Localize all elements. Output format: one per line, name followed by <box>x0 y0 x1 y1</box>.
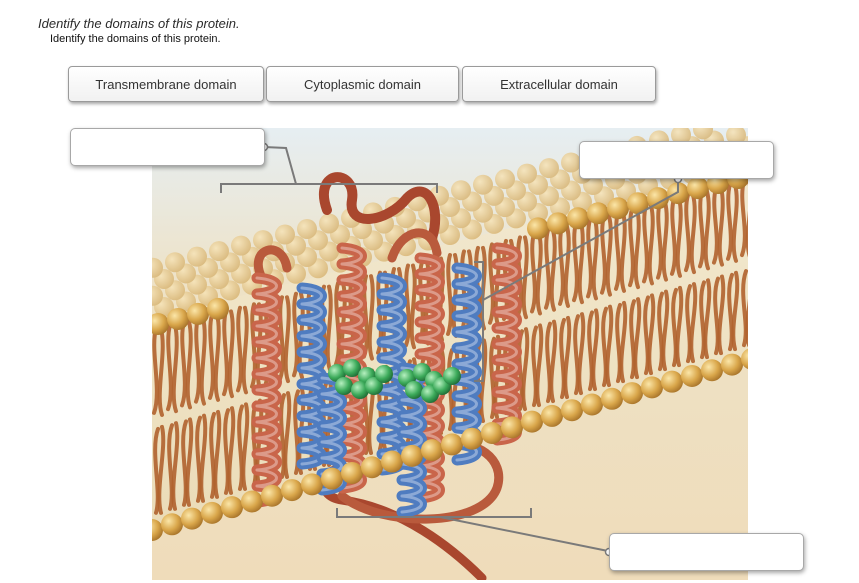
membrane-protein-illustration <box>152 128 748 580</box>
question-subtitle: Identify the domains of this protein. <box>50 33 221 45</box>
drop-target-transmembrane[interactable] <box>579 141 774 179</box>
label-cytoplasmic-domain[interactable]: Cytoplasmic domain <box>266 66 459 102</box>
label-transmembrane-domain[interactable]: Transmembrane domain <box>68 66 264 102</box>
drop-target-extracellular[interactable] <box>70 128 265 166</box>
drop-target-cytoplasmic[interactable] <box>609 533 804 571</box>
label-extracellular-domain[interactable]: Extracellular domain <box>462 66 656 102</box>
question-title: Identify the domains of this protein. <box>38 16 240 31</box>
